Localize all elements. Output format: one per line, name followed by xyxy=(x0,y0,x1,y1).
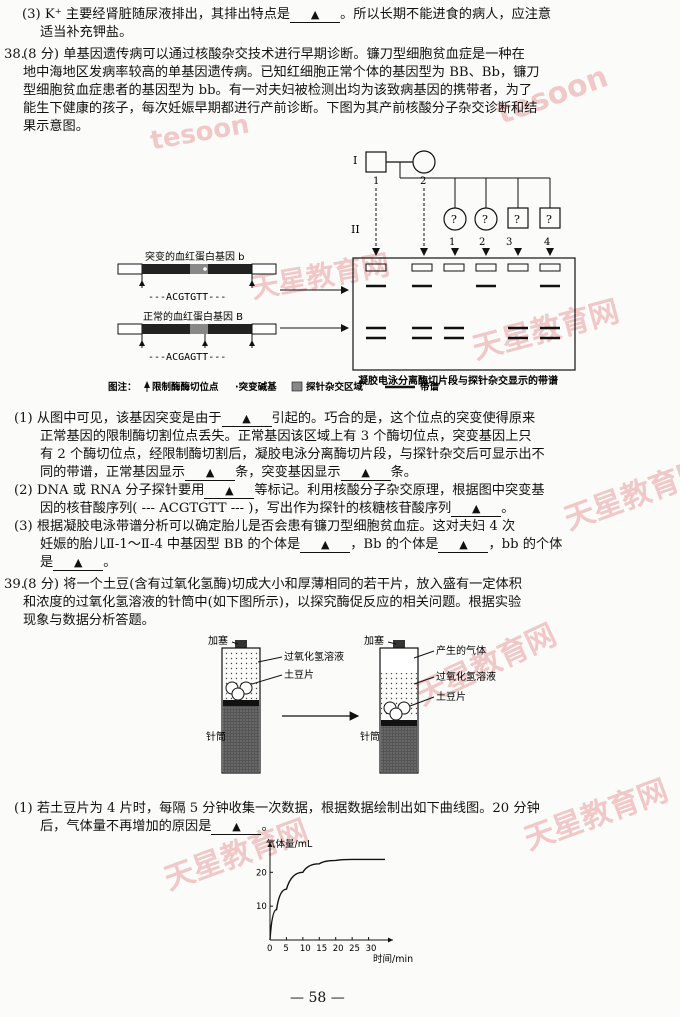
q39-intro-3: 现象与数据分析答题。 xyxy=(23,613,155,628)
svg-text:?: ? xyxy=(546,213,552,226)
q38-1-line1: (1) 从图中可见，该基因突变是由于▲引起的。巧合的是，这个位点的突变使得原来 xyxy=(14,411,536,427)
svg-text:3: 3 xyxy=(506,237,512,248)
gel-bands xyxy=(366,284,560,340)
syringe-diagram: 加塞 过氧化氢溶液 土豆片 针筒 加塞 产生的气体 过氧化氢溶液 土豆片 针筒 xyxy=(206,634,496,774)
chart-y-axis-label: 气体量/mL xyxy=(266,838,313,850)
q39-intro-2: 和浓度的过氧化氢溶液的针筒中(如下图所示)，以探究酶促反应的相关问题。根据实验 xyxy=(23,595,522,610)
gel-caption: 凝胶电泳分离酶切片段与探针杂交显示的带谱 xyxy=(358,374,558,387)
gen-II-label: II xyxy=(351,223,360,236)
normal-gene-bar xyxy=(117,323,277,348)
gen-I-label: I xyxy=(353,154,357,167)
parent-label-1: 1 xyxy=(373,176,379,187)
chart-y-tick-label: 10 xyxy=(256,902,267,912)
answer-blank[interactable]: ▲ xyxy=(185,466,236,481)
pedigree-gel-diagram: I II 1 2 ? ? ? ? 1 2 3 4 xyxy=(108,150,576,393)
q38-3-line2: 妊娠的胎儿Ⅱ-1～Ⅱ-4 中基因型 BB 的个体是▲，Bb 的个体是▲，bb 的… xyxy=(40,537,563,553)
chart-x-arrow xyxy=(388,937,393,943)
svg-text:?: ? xyxy=(451,213,457,226)
q38-1-line4: 同的带谱，正常基因显示▲条，突变基因显示▲条。 xyxy=(40,465,417,481)
q38-intro-5: 果示意图。 xyxy=(23,119,89,134)
chart-y-arrow xyxy=(267,842,273,847)
q39-number: 39. xyxy=(4,577,25,592)
father-square xyxy=(365,151,387,173)
q38-1-line2: 正常基因的限制酶切割位点丢失。正常基因该区域上有 3 个酶切位点，突变基因上只 xyxy=(40,429,532,444)
mutant-gene-label: 突变的血红蛋白基因 b xyxy=(145,250,245,263)
child-3-square xyxy=(507,207,529,229)
q39-1-line1: (1) 若土豆片为 4 片时，每隔 5 分钟收集一次数据，根据数据绘制出如下曲线… xyxy=(14,801,540,816)
q38-intro-3: 型细胞贫血症患者的基因型为 bb。有一对夫妇被检测出均为该致病基因的携带者，为了 xyxy=(23,83,533,98)
q38-3-line3: 是▲。 xyxy=(40,555,117,571)
child-1-circle xyxy=(443,207,467,231)
svg-text:?: ? xyxy=(482,213,488,226)
answer-blank[interactable]: ▲ xyxy=(53,556,104,571)
q38-3-line1: (3) 根据凝胶电泳带谱分析可以确定胎儿是否会患有镰刀型细胞贫血症。这对夫妇 4… xyxy=(14,519,516,534)
solution-label-left: 过氧化氢溶液 xyxy=(284,650,344,663)
chart-x-tick-label: 15 xyxy=(316,944,327,954)
answer-blank[interactable]: ▲ xyxy=(290,8,341,23)
legend-restriction-site: 限制酶酶切位点 xyxy=(152,381,219,393)
gel-wells xyxy=(365,263,561,272)
q37-3-line2: 适当补充钾盐。 xyxy=(40,25,133,40)
potato-label-right: 土豆片 xyxy=(436,690,466,703)
answer-blank[interactable]: ▲ xyxy=(211,820,262,835)
answer-blank[interactable]: ▲ xyxy=(451,502,502,517)
q38-1-line3: 有 2 个酶切位点，经限制酶切割后，凝胶电泳分离酶切片段，与探针杂交后可显示出不 xyxy=(40,447,545,462)
mutant-sequence: ---ACGTGTT--- xyxy=(148,292,226,303)
q38-intro-4: 能生下健康的孩子，每次妊娠早期都进行产前诊断。下图为其产前核酸分子杂交诊断和结 xyxy=(23,101,538,116)
chart-x-tick-label: 5 xyxy=(283,944,288,954)
plug-label-right: 加塞 xyxy=(364,634,384,647)
answer-blank[interactable]: ▲ xyxy=(438,538,489,553)
potato-label-left: 土豆片 xyxy=(284,668,314,681)
chart-x-tick-label: 20 xyxy=(333,944,344,954)
svg-text:?: ? xyxy=(514,213,520,226)
mother-circle xyxy=(412,150,436,174)
svg-text:1: 1 xyxy=(449,237,455,248)
child-4-square xyxy=(539,207,561,229)
chart-x-tick-label: 30 xyxy=(366,944,377,954)
chart-y-tick-label: 20 xyxy=(256,868,267,878)
q39-intro-1: (8 分) 将一个土豆(含有过氧化氢酶)切成大小和厚薄相同的若干片，放入盛有一定… xyxy=(23,577,522,592)
svg-text:4: 4 xyxy=(544,237,550,248)
q38-2-line2: 因的核苷酸序列( --- ACGTGTT --- )，写出作为探针的核糖核苷酸序… xyxy=(40,501,515,517)
svg-text:2: 2 xyxy=(479,237,485,248)
q38-intro-1: (8 分) 单基因遗传病可以通过核酸杂交技术进行早期诊断。镰刀型细胞贫血症是一种… xyxy=(23,47,525,62)
gas-volume-chart: 0 5 10 15 20 25 30 10 20 气体量/mL 时间/min xyxy=(256,838,413,965)
q38-number: 38. xyxy=(4,47,25,62)
answer-blank[interactable]: ▲ xyxy=(300,538,351,553)
answer-blank[interactable]: ▲ xyxy=(221,412,272,427)
chart-x-tick-label: 25 xyxy=(349,944,360,954)
syringe-right xyxy=(379,640,419,774)
answer-blank[interactable]: ▲ xyxy=(340,466,391,481)
mutant-gene-bar xyxy=(117,263,277,288)
child-2-circle xyxy=(474,207,498,231)
normal-gene-label: 正常的血红蛋白基因 B xyxy=(143,310,243,323)
legend-probe-region: 探针杂交区域 xyxy=(306,381,364,393)
plug-label-left: 加塞 xyxy=(208,634,228,647)
q38-2-line1: (2) DNA 或 RNA 分子探针要用▲等标记。利用核酸分子杂交原理，根据图中… xyxy=(14,483,545,499)
svg-text:图注：: 图注： xyxy=(108,381,137,393)
syringe-label-left: 针筒 xyxy=(206,730,226,743)
page-number: — 58 — xyxy=(290,990,345,1006)
chart-x-tick-label: 10 xyxy=(300,944,311,954)
legend-mutant-base: ·突变碱基 xyxy=(235,381,277,393)
normal-sequence: ---ACGAGTT--- xyxy=(148,352,226,363)
q37-3-line1: (3) K⁺ 主要经肾脏随尿液排出，其排出特点是▲。所以长期不能进食的病人，应注… xyxy=(22,7,552,23)
gas-label: 产生的气体 xyxy=(436,644,486,657)
solution-label-right: 过氧化氢溶液 xyxy=(436,670,496,683)
answer-blank[interactable]: ▲ xyxy=(204,484,255,499)
watermark-cn: 天星教育网 xyxy=(559,453,680,538)
chart-x-tick-label: 0 xyxy=(267,944,272,954)
parent-label-2: 2 xyxy=(420,176,426,187)
gas-volume-curve xyxy=(269,858,385,941)
q39-1-line2: 后，气体量不再增加的原因是▲。 xyxy=(40,819,275,835)
q38-intro-2: 地中海地区发病率较高的单基因遗传病。已知红细胞正常个体的基因型为 BB、Bb，镰… xyxy=(23,65,540,80)
legend-band: 带谱 xyxy=(420,381,440,393)
syringe-left xyxy=(221,640,261,774)
gel-box xyxy=(352,257,576,371)
chart-x-axis-label: 时间/min xyxy=(373,953,413,965)
syringe-label-right: 针筒 xyxy=(360,730,380,743)
